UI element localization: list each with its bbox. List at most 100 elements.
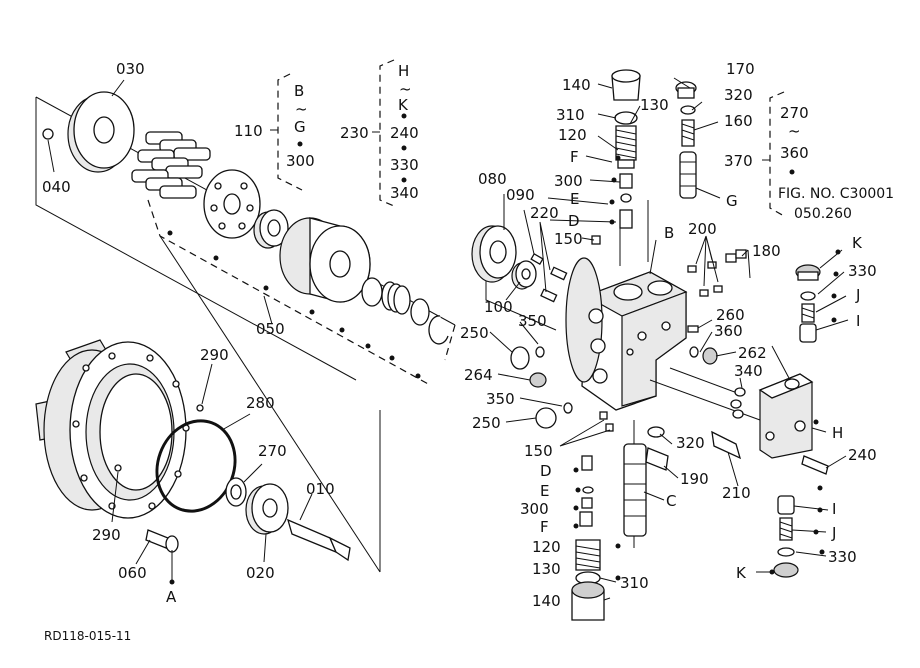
callout-370: 370 bbox=[724, 152, 753, 170]
callout-180: 180 bbox=[752, 242, 781, 260]
callout-130b: 130 bbox=[532, 560, 561, 578]
letter-g: G bbox=[726, 192, 738, 210]
callout-280: 280 bbox=[246, 394, 275, 412]
callout-290a: 290 bbox=[200, 346, 229, 364]
part-080-cover bbox=[471, 225, 517, 283]
leader-010 bbox=[299, 493, 313, 521]
leader-020 bbox=[263, 533, 267, 563]
callout-110: 110 bbox=[234, 122, 263, 140]
callout-260: 260 bbox=[716, 306, 745, 324]
callout-262: 262 bbox=[738, 344, 767, 362]
callout-360: 360 bbox=[714, 322, 743, 340]
group-110-bracket bbox=[270, 73, 303, 191]
letter-e1: E bbox=[570, 190, 579, 208]
callout-200: 200 bbox=[688, 220, 717, 238]
letter-a: A bbox=[166, 588, 177, 606]
callout-030: 030 bbox=[116, 60, 145, 78]
leader-060 bbox=[135, 539, 151, 565]
fig-number-ref: 050.260 bbox=[794, 206, 852, 222]
motor-housing bbox=[35, 339, 190, 519]
g110-mid: G bbox=[294, 118, 306, 136]
part-010-shaft bbox=[286, 518, 351, 562]
part-090-pin bbox=[530, 253, 544, 265]
g230-item-240: 240 bbox=[390, 124, 419, 142]
block-frame-lines bbox=[485, 200, 761, 548]
callout-250a: 250 bbox=[460, 324, 489, 342]
leader-040 bbox=[47, 139, 55, 173]
callout-310b: 310 bbox=[620, 574, 649, 592]
callout-330b: 330 bbox=[828, 548, 857, 566]
g370-tilde: ~ bbox=[788, 122, 801, 140]
dot-a bbox=[169, 579, 175, 585]
leader-050 bbox=[263, 295, 273, 325]
g110-top: B bbox=[294, 82, 304, 100]
part-180-plugs bbox=[725, 249, 747, 263]
letter-k2: K bbox=[736, 564, 747, 582]
callout-190: 190 bbox=[680, 470, 709, 488]
group-230-bracket bbox=[372, 59, 407, 207]
callout-100: 100 bbox=[484, 298, 513, 316]
letter-f2: F bbox=[540, 518, 549, 536]
retainer-plate bbox=[203, 169, 261, 239]
valve-body bbox=[565, 257, 688, 411]
letter-h: H bbox=[832, 424, 843, 442]
letter-c: C bbox=[666, 492, 676, 510]
g230-item-340: 340 bbox=[390, 184, 419, 202]
callout-320a: 320 bbox=[724, 86, 753, 104]
part-340-rings bbox=[730, 387, 746, 419]
part-040-pin bbox=[42, 128, 54, 140]
part-260-bolt bbox=[687, 325, 699, 333]
letter-i2: I bbox=[832, 500, 836, 518]
leader-280 bbox=[221, 413, 251, 431]
part-270-seal bbox=[225, 477, 247, 507]
callout-060: 060 bbox=[118, 564, 147, 582]
g230-tilde: ~ bbox=[399, 80, 412, 98]
callout-220: 220 bbox=[530, 204, 559, 222]
part-020-bearing bbox=[245, 483, 289, 535]
bottom-right-stack bbox=[773, 495, 799, 578]
letter-d2: D bbox=[540, 462, 552, 480]
callout-230: 230 bbox=[340, 124, 369, 142]
callout-340: 340 bbox=[734, 362, 763, 380]
callout-300a: 300 bbox=[554, 172, 583, 190]
g110-tilde: ~ bbox=[295, 100, 308, 118]
callout-040: 040 bbox=[42, 178, 71, 196]
letter-i1: I bbox=[856, 312, 860, 330]
callout-290b: 290 bbox=[92, 526, 121, 544]
letter-j1: J bbox=[855, 286, 860, 304]
callout-labels: 030 040 050 110 B ~ G 300 230 H ~ K 240 … bbox=[42, 60, 894, 643]
part-030-cylinder-plate bbox=[67, 91, 135, 173]
callout-300b: 300 bbox=[520, 500, 549, 518]
g230-mid: K bbox=[398, 96, 409, 114]
callout-320b: 320 bbox=[676, 434, 705, 452]
callout-130a: 130 bbox=[640, 96, 669, 114]
letter-f1: F bbox=[570, 148, 579, 166]
part-240-bolt bbox=[801, 455, 829, 475]
letter-b: B bbox=[664, 224, 674, 242]
part-350-rings bbox=[535, 346, 573, 414]
callout-020: 020 bbox=[246, 564, 275, 582]
figure-code: RD118-015-11 bbox=[44, 629, 131, 643]
callout-270: 270 bbox=[258, 442, 287, 460]
leader-030 bbox=[111, 79, 125, 97]
part-200-plugs bbox=[687, 261, 723, 297]
part-210-sleeve bbox=[711, 430, 742, 460]
callout-010: 010 bbox=[306, 480, 335, 498]
part-264-plug bbox=[529, 372, 547, 388]
part-dots-left bbox=[167, 230, 421, 379]
letter-k1: K bbox=[852, 234, 863, 252]
part-190-plug bbox=[645, 447, 669, 471]
g370-top: 270 bbox=[780, 104, 809, 122]
callout-160: 160 bbox=[724, 112, 753, 130]
top-right-stack bbox=[795, 264, 821, 343]
callout-120a: 120 bbox=[558, 126, 587, 144]
relief-valve-column bbox=[675, 81, 697, 199]
part-250-plugs bbox=[510, 346, 557, 429]
callout-350a: 350 bbox=[518, 312, 547, 330]
part-100-bearing bbox=[511, 260, 537, 290]
g230-item-330: 330 bbox=[390, 156, 419, 174]
leaders-right bbox=[489, 77, 849, 601]
callout-330a: 330 bbox=[848, 262, 877, 280]
callout-350b: 350 bbox=[486, 390, 515, 408]
